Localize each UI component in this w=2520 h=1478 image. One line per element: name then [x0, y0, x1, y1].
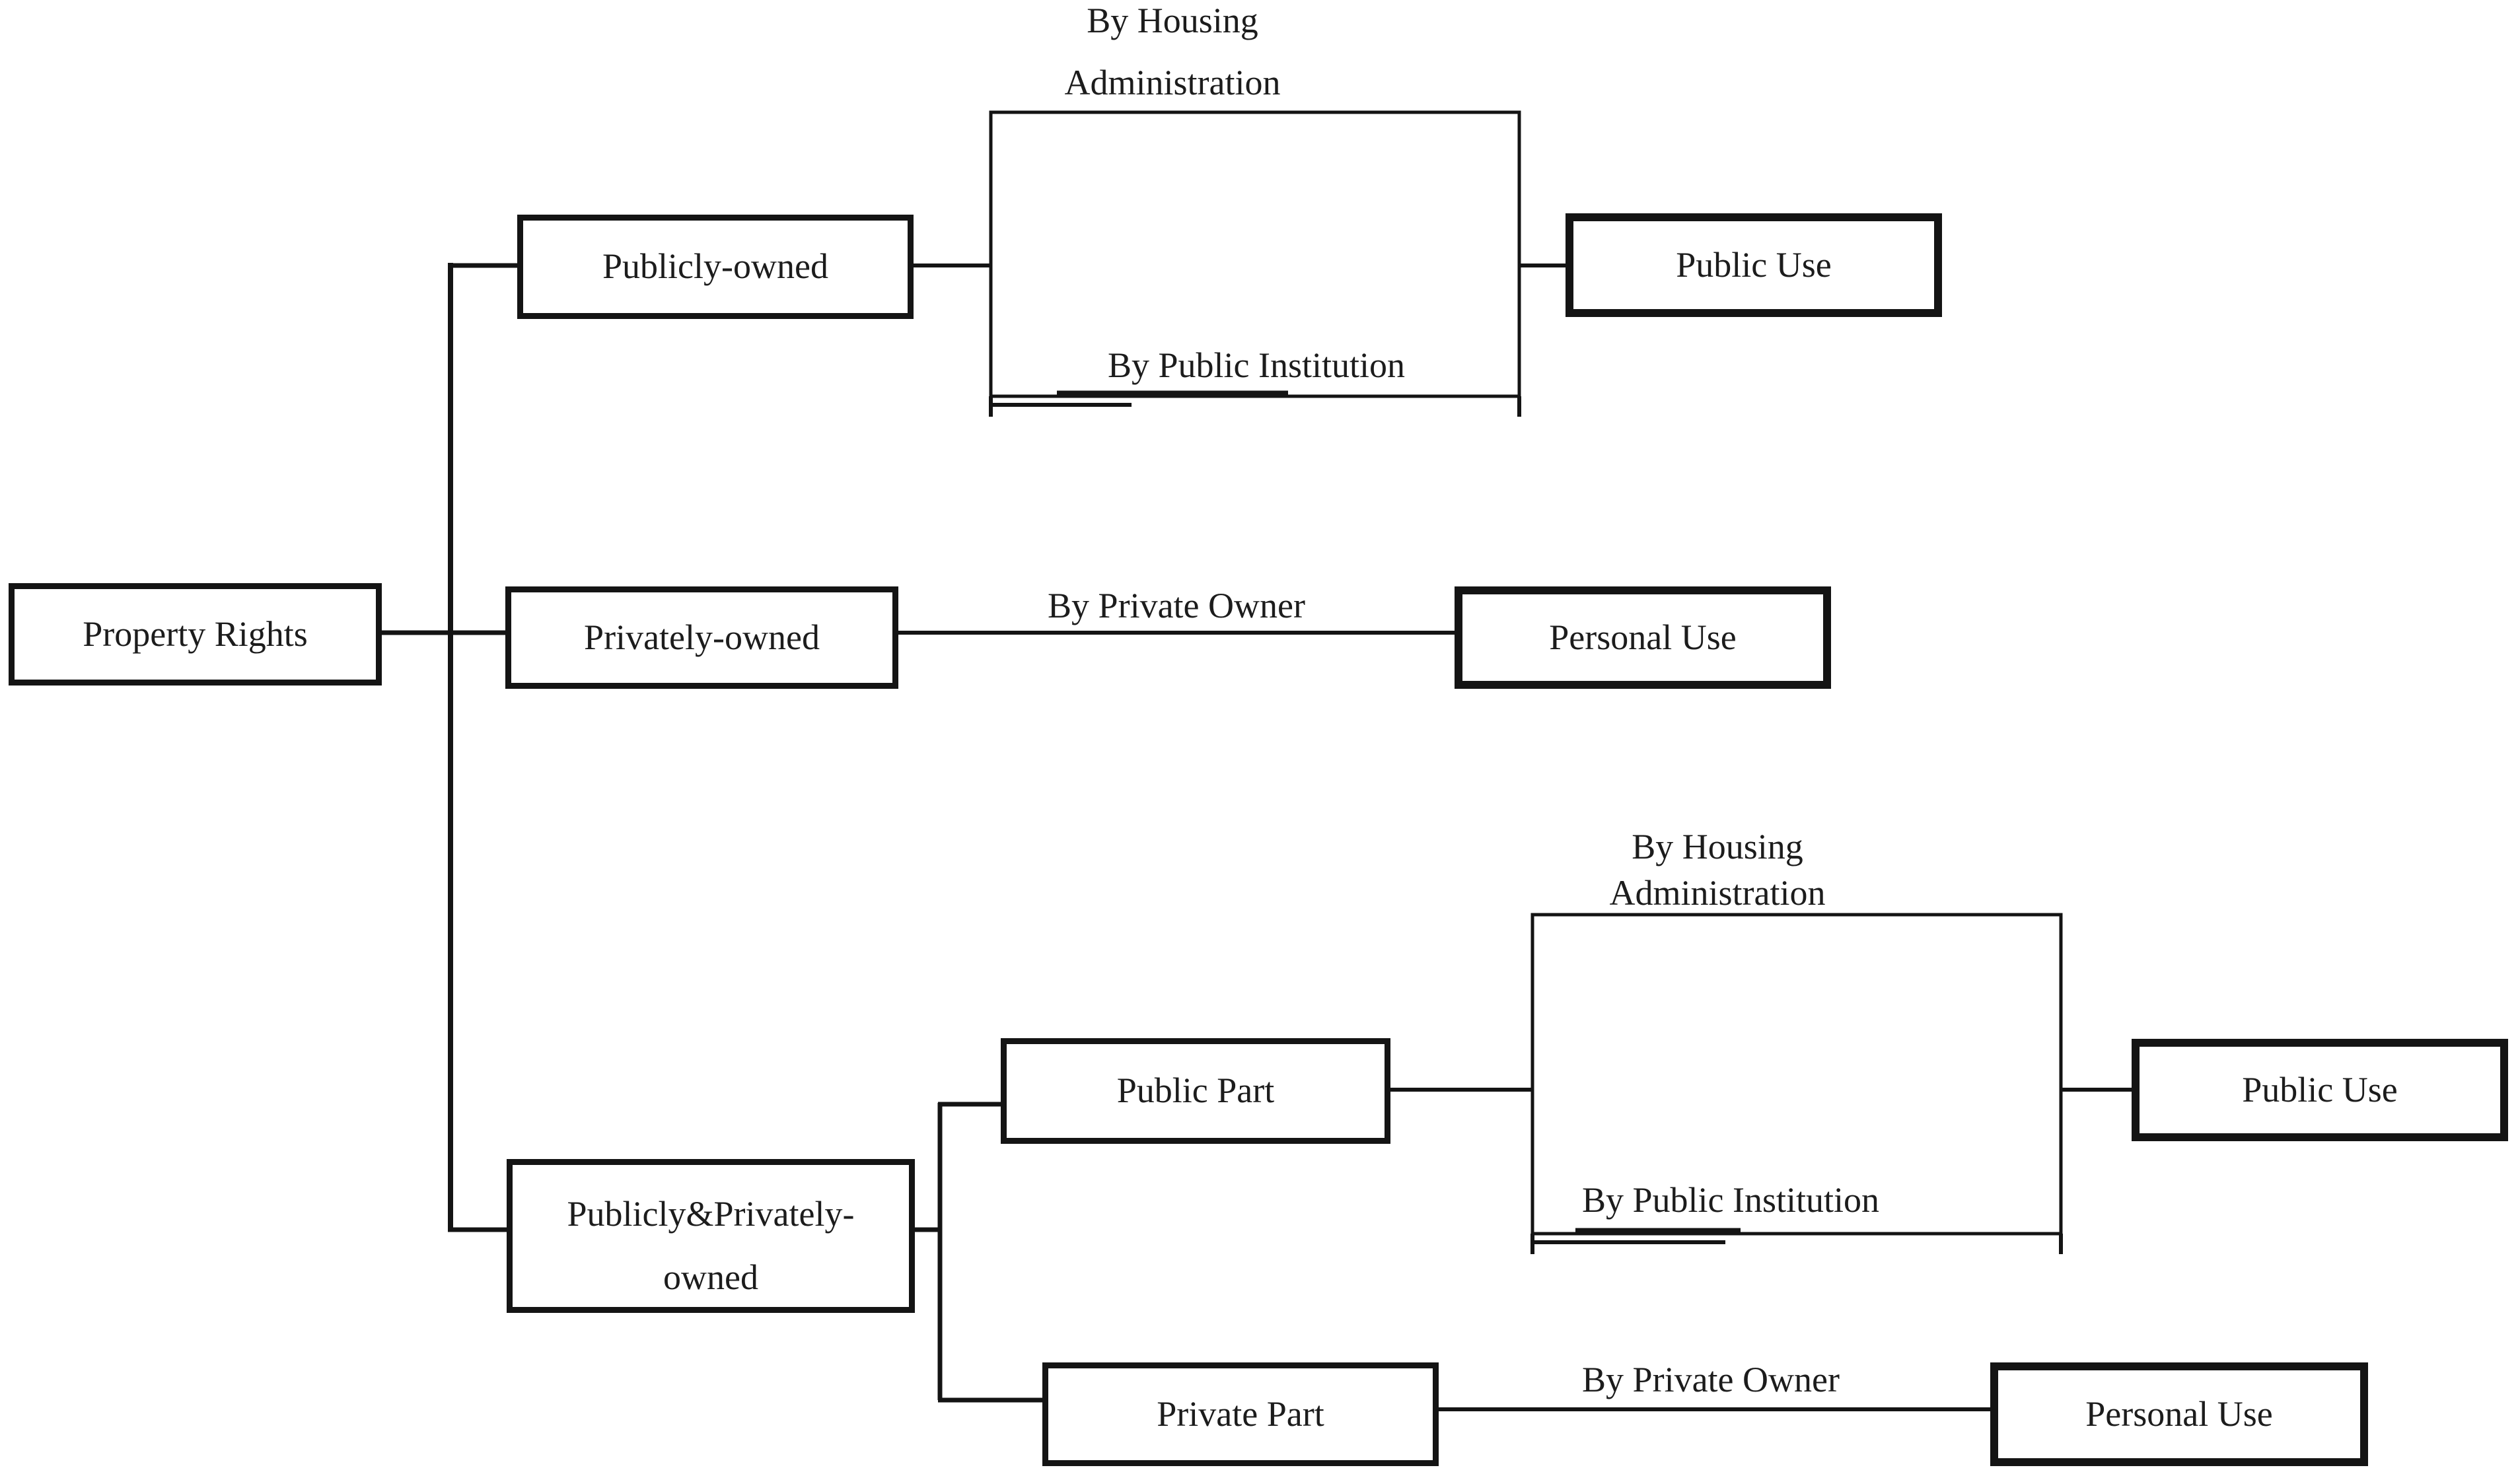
node-label: Public Use — [1676, 244, 1832, 285]
edge-label-bottom-route-line1: By Housing — [1632, 827, 1803, 866]
edge-label-bottom-route-alt: By Public Institution — [1581, 1180, 1880, 1220]
node-public-use-bottom: Public Use — [2132, 1039, 2508, 1141]
edge-label-bottom-private-route: By Private Owner — [1582, 1360, 1840, 1399]
edge-label-top-route-line2: Administration — [1064, 63, 1281, 102]
node-property-rights: Property Rights — [9, 583, 382, 686]
node-label: Privately-owned — [584, 617, 820, 657]
node-public-use-top: Public Use — [1566, 213, 1942, 317]
node-label: Property Rights — [83, 614, 308, 654]
node-label: Public Use — [2242, 1069, 2398, 1109]
node-public-part: Public Part — [1001, 1038, 1390, 1144]
node-label-line1: Publicly&Privately- — [567, 1194, 855, 1234]
node-label-line2: owned — [663, 1257, 758, 1297]
edge-label-bottom-route-line2: Administration — [1609, 873, 1826, 913]
node-label: Public Part — [1116, 1071, 1275, 1111]
node-publicly-privately-owned: Publicly&Privately- owned — [507, 1159, 915, 1313]
node-personal-use-top: Personal Use — [1455, 586, 1831, 689]
node-label: Personal Use — [1549, 617, 1737, 657]
node-label: Private Part — [1157, 1393, 1324, 1434]
node-personal-use-bottom: Personal Use — [1990, 1362, 2368, 1466]
node-privately-owned: Privately-owned — [505, 586, 898, 689]
node-publicly-owned: Publicly-owned — [517, 215, 914, 319]
bottom-route-frame — [1530, 913, 2063, 1236]
node-private-part: Private Part — [1042, 1362, 1439, 1466]
edge-label-top-route-line1: By Housing — [1087, 1, 1258, 40]
edge-label-mid-route: By Private Owner — [1048, 586, 1305, 625]
node-label: Publicly-owned — [602, 246, 828, 287]
edge-label-top-route-alt: By Public Institution — [1107, 345, 1406, 385]
node-label: Personal Use — [2085, 1393, 2273, 1434]
